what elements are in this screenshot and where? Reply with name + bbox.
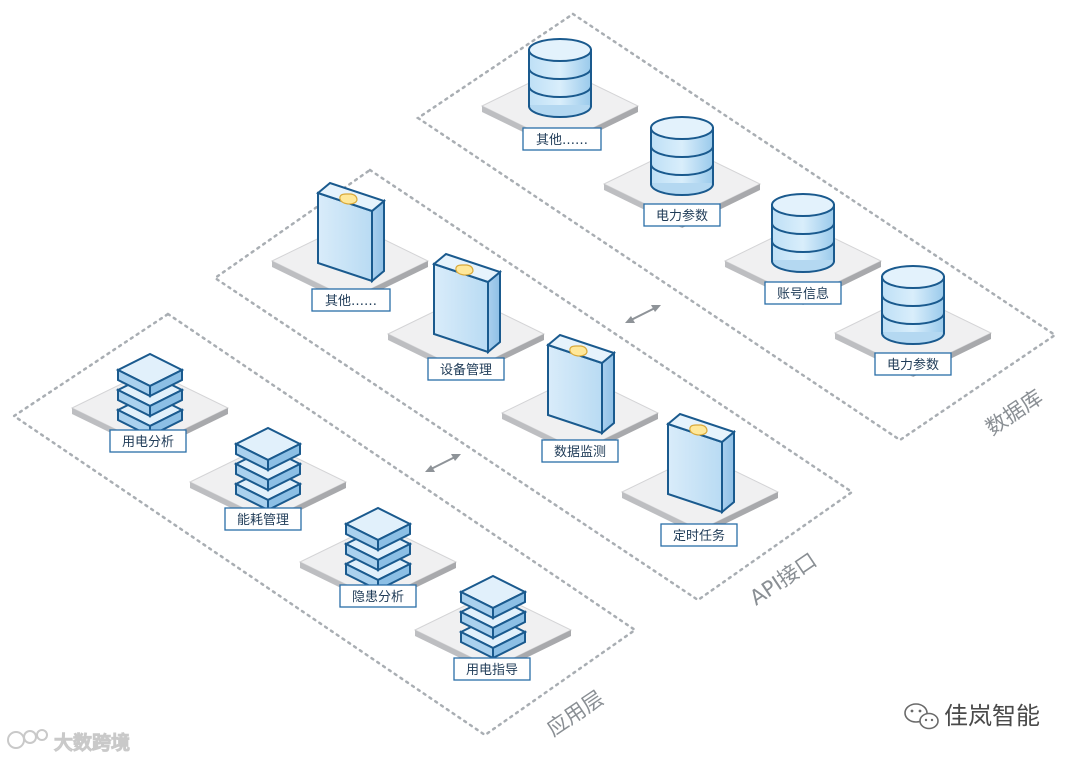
database-layer-title: 数据库 [981,385,1047,440]
app-layer-title: 应用层 [542,686,608,741]
api-db-link-arrow [624,304,662,324]
db-label-account-info: 账号信息 [764,281,842,305]
svg-text:隐患分析: 隐患分析 [352,590,404,605]
left-watermark: 大数跨境 [7,729,130,754]
api-node-scheduled-tasks [621,413,779,537]
db-label-other: 其他…… [522,127,602,151]
api-label-other: 其他…… [311,288,391,312]
svg-text:账号信息: 账号信息 [777,286,829,302]
svg-text:定时任务: 定时任务 [673,528,725,544]
svg-text:用电分析: 用电分析 [122,435,174,450]
svg-text:佳岚智能: 佳岚智能 [944,702,1040,730]
api-label-data-monitoring: 数据监测 [541,439,619,463]
app-label-power-guidance: 用电指导 [453,657,531,681]
api-node-other [271,182,429,306]
svg-text:电力参数: 电力参数 [656,208,708,224]
api-layer-outline [212,168,855,602]
wechat-icon [904,703,939,730]
db-label-power-params-2: 电力参数 [874,352,952,376]
app-api-link-arrow [424,453,462,473]
svg-text:电力参数: 电力参数 [887,357,939,373]
svg-text:大数跨境: 大数跨境 [54,731,130,754]
app-label-power-analysis: 用电分析 [109,429,187,453]
svg-text:设备管理: 设备管理 [440,362,492,378]
app-label-energy-management: 能耗管理 [224,507,302,531]
watermark-logo-icon [7,729,48,749]
svg-text:其他……: 其他…… [536,133,588,148]
api-node-data-monitoring [501,334,659,458]
app-layer-outline [11,312,638,737]
api-label-device-management: 设备管理 [427,357,505,381]
svg-text:数据监测: 数据监测 [554,445,606,460]
app-label-hazard-analysis: 隐患分析 [339,584,417,608]
api-label-scheduled-tasks: 定时任务 [660,523,738,547]
database-layer-outline [415,12,1058,442]
db-label-power-params-1: 电力参数 [643,203,721,227]
svg-text:能耗管理: 能耗管理 [237,513,289,528]
svg-text:用电指导: 用电指导 [466,663,518,678]
right-watermark: 佳岚智能 [904,702,1040,730]
svg-text:其他……: 其他…… [325,294,377,309]
